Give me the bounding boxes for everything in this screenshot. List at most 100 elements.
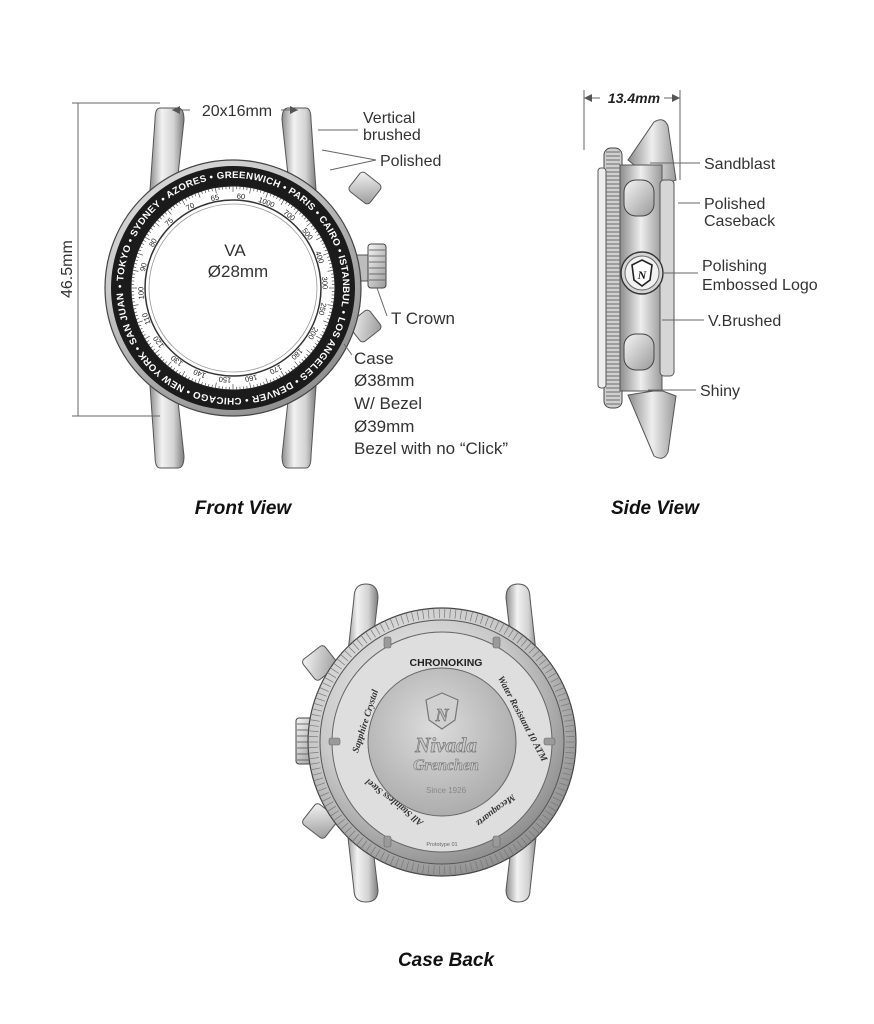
tachy-tick [306, 349, 312, 354]
knurl-line [503, 625, 510, 635]
dial-diameter-label: Ø28mm [208, 262, 268, 281]
callout-v-brushed: V.Brushed [708, 313, 781, 330]
knurl-line [552, 682, 563, 688]
knurl-line [454, 865, 457, 876]
knurl-line [564, 724, 575, 727]
knurl-line [374, 849, 381, 859]
tachy-tick [135, 318, 139, 320]
callout-polishing: Polishing [702, 258, 767, 275]
tachy-tick [137, 320, 143, 324]
knurl-line [422, 609, 425, 620]
knurl-line [384, 854, 390, 864]
knurl-line [516, 840, 524, 849]
knurl-line [562, 772, 572, 776]
tachy-tick [328, 314, 332, 317]
side-bezel [603, 147, 623, 409]
tachy-tick [138, 249, 142, 252]
tachy-tick [306, 219, 310, 222]
knurl-line [484, 616, 490, 626]
knurl-line [317, 787, 327, 792]
knurl-line [557, 787, 567, 792]
tachy-tick [249, 382, 252, 389]
knurl-line [550, 677, 560, 683]
tachy-tick [279, 375, 282, 379]
tachy-tick [134, 259, 138, 262]
knurl-line [336, 818, 346, 826]
tachy-tick [137, 252, 143, 256]
side-pusher-top [623, 179, 655, 217]
caseback-plate [367, 667, 517, 817]
prototype-mark: Prototype 01 [426, 842, 457, 848]
lug-width-dimension: 20x16mm [172, 103, 298, 120]
tachy-tick [301, 214, 305, 217]
tachy-tick [265, 192, 269, 198]
tachy-tick [328, 263, 333, 265]
knurl-line [309, 757, 320, 760]
knurl-line [520, 837, 528, 846]
tachy-tick [208, 383, 210, 388]
knurl-line [532, 650, 540, 658]
since-year: Since 1926 [426, 786, 467, 795]
tachy-tick [178, 371, 181, 375]
tachy-tick [301, 359, 305, 362]
tachy-tick [184, 197, 187, 201]
tachy-number: 60 [236, 192, 245, 202]
knurl-line [369, 846, 376, 856]
tachy-tick [138, 324, 142, 327]
tachy-tick [299, 211, 302, 215]
tachy-tick [204, 383, 207, 387]
knurl-line [433, 608, 435, 619]
knurl-line [313, 702, 324, 707]
knurl-line [356, 837, 364, 846]
tachy-tick [134, 314, 138, 317]
pusher-top [348, 171, 382, 205]
knurl-line [321, 796, 332, 802]
tachy-number: 100 [136, 287, 146, 300]
knurl-line [379, 851, 385, 861]
knurl-line [512, 631, 519, 641]
tachy-tick [139, 327, 143, 330]
tachy-tick [201, 190, 203, 194]
bezel-knurling [606, 151, 620, 405]
tachy-tick [272, 378, 275, 382]
tachy-number: 300 [320, 276, 330, 289]
knurl-line [524, 833, 532, 842]
knurl-line [324, 801, 334, 807]
knurl-line [516, 635, 524, 644]
knurl-line [400, 859, 405, 870]
tachy-tick [256, 383, 258, 388]
knurl-line [310, 713, 321, 717]
knurl-line [489, 618, 495, 628]
dial-label-va: VA [224, 241, 246, 260]
tachy-tick [211, 188, 213, 192]
knurl-line [545, 810, 554, 817]
knurl-line [365, 631, 372, 641]
knurl-line [347, 646, 356, 654]
tachy-tick [280, 370, 285, 377]
knurl-line [469, 862, 473, 873]
knurl-line [394, 858, 400, 868]
tachy-tick [214, 382, 217, 389]
knurl-line [535, 654, 544, 662]
knurl-line [545, 667, 554, 674]
tachy-number: 80 [147, 237, 159, 249]
knurl-line [433, 865, 435, 876]
tachy-tick [181, 370, 186, 377]
knurl-line [560, 777, 571, 782]
knurl-line [558, 782, 569, 787]
caseback-knurling [308, 608, 576, 876]
knurl-line [308, 730, 319, 732]
tachy-tick [328, 311, 333, 313]
knurl-line [565, 752, 576, 754]
tachy-tick [285, 371, 288, 375]
knurl-line [360, 635, 368, 644]
knurl-line [313, 777, 324, 782]
tachy-tick [316, 340, 320, 343]
knurl-line [369, 628, 376, 638]
knurl-line [317, 692, 327, 697]
tachy-tick [150, 227, 154, 231]
tachy-tick [324, 324, 328, 327]
tachy-tick [256, 188, 258, 193]
knurl-line [542, 662, 551, 670]
tachy-tick [164, 361, 167, 365]
